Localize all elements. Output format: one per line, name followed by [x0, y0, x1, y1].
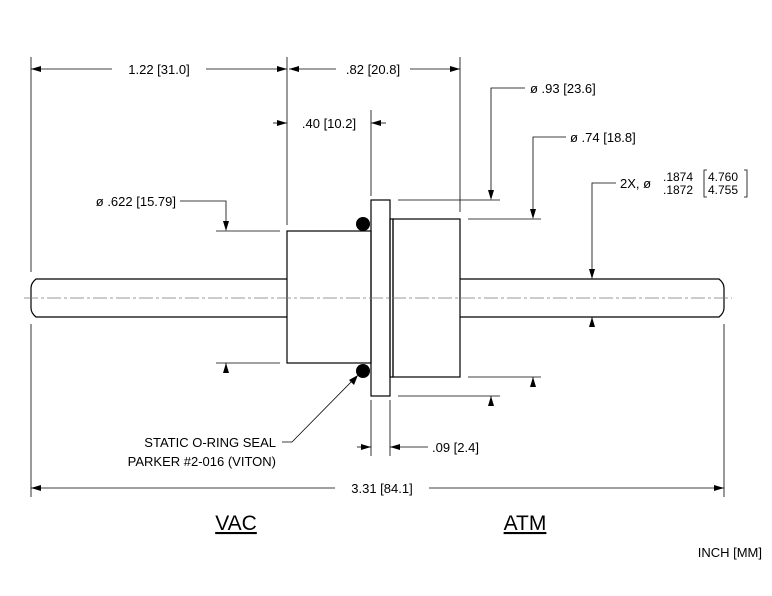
dim-shaft-in-min: .1872	[663, 183, 693, 197]
dim-dia-74-label: ø .74 [18.8]	[570, 130, 636, 145]
dim-flange-thickness-label: .09 [2.4]	[432, 440, 479, 455]
units-label: INCH [MM]	[698, 545, 762, 560]
dim-shaft-dia: 2X, ø .1874 .1872 4.760 4.755	[589, 169, 748, 327]
seal-note-line2: PARKER #2-016 (VITON)	[128, 454, 276, 469]
dim-shaft-mm-min: 4.755	[708, 183, 738, 197]
dim-shaft-bracket-left	[703, 169, 707, 198]
dim-overall-length-label: 3.31 [84.1]	[351, 481, 412, 496]
dim-vac-length-label: 1.22 [31.0]	[128, 62, 189, 77]
dim-flange-gap: .40 [10.2]	[273, 110, 386, 196]
dim-dia-622: ø .622 [15.79]	[96, 194, 280, 373]
dim-overall-length: 3.31 [84.1]	[30, 324, 725, 497]
dim-dia-622-label: ø .622 [15.79]	[96, 194, 176, 209]
dim-shaft-prefix: 2X, ø	[620, 176, 651, 191]
right-shaft	[460, 278, 725, 318]
vac-body	[286, 230, 372, 364]
o-ring-top	[356, 217, 370, 231]
seal-note-line1: STATIC O-RING SEAL	[144, 435, 276, 450]
o-ring-bottom	[356, 364, 370, 378]
dim-shaft-mm-max: 4.760	[708, 170, 738, 184]
dim-dia-93: ø .93 [23.6]	[398, 81, 596, 406]
dim-shaft-in-max: .1874	[663, 170, 693, 184]
dim-flange-thickness: .09 [2.4]	[357, 400, 479, 456]
dim-flange-to-end-label: .82 [20.8]	[346, 62, 400, 77]
atm-label: ATM	[504, 512, 547, 535]
dim-dia-74: ø .74 [18.8]	[468, 130, 636, 387]
vac-label: VAC	[215, 512, 257, 535]
seal-callout: STATIC O-RING SEAL PARKER #2-016 (VITON)	[128, 375, 358, 469]
dim-shaft-bracket-right	[744, 169, 748, 198]
dim-dia-93-label: ø .93 [23.6]	[530, 81, 596, 96]
dim-vac-length: 1.22 [31.0]	[30, 57, 288, 272]
dim-flange-gap-label: .40 [10.2]	[302, 116, 356, 131]
dim-flange-to-end: .82 [20.8]	[289, 57, 461, 212]
